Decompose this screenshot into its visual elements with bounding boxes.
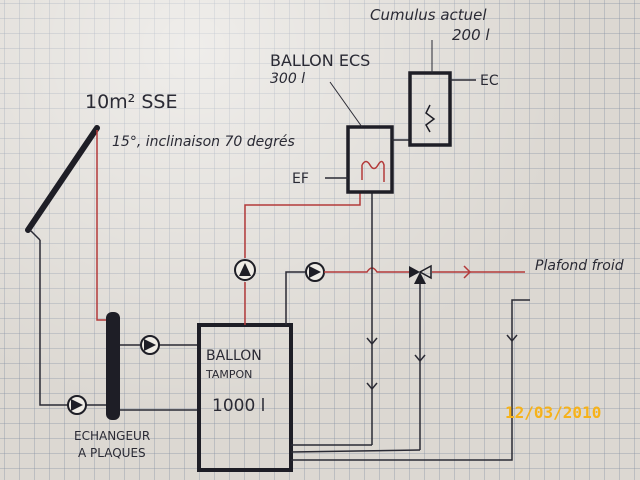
cold-water-label: EF <box>292 171 309 187</box>
label-pointer <box>329 81 363 128</box>
dhw-coil-icon <box>361 160 385 182</box>
pump-icon <box>67 395 87 415</box>
pipe-plafond-return <box>291 299 530 461</box>
flow-arrow <box>414 354 426 363</box>
exchanger-label-line1: ECHANGEUR <box>74 429 150 443</box>
date-stamp: 12/03/2010 <box>505 403 601 422</box>
dhw-tank-label-line2: 300 l <box>270 71 305 87</box>
solar-panel <box>25 125 100 233</box>
pipe-solar-supply <box>96 130 108 321</box>
heating-element-icon <box>425 104 436 133</box>
ceiling-label: Plafond froid <box>535 258 624 274</box>
hot-water-label: EC <box>480 73 499 89</box>
buffer-tank-label-line1: BALLON <box>206 348 262 364</box>
plate-exchanger <box>106 312 120 420</box>
buffer-tank-label-line3: 1000 l <box>212 396 265 416</box>
dhw-tank <box>346 125 394 194</box>
flow-arrow <box>463 265 472 279</box>
cumulus-label-line1: Cumulus actuel <box>370 6 487 24</box>
exchanger-label-line2: A PLAQUES <box>78 446 146 460</box>
cumulus-label-line2: 200 l <box>452 26 490 44</box>
pipe-pump-to-ecs <box>244 192 361 258</box>
panel-label-line2: 15°, inclinaison 70 degrés <box>112 134 295 150</box>
pipe-bottom-return <box>290 449 421 453</box>
flow-arrow <box>366 382 378 391</box>
panel-support <box>29 229 41 241</box>
panel-label-line1: 10m² SSE <box>85 91 177 113</box>
three-way-valve-icon <box>409 264 432 284</box>
electric-water-heater <box>408 71 452 147</box>
pipe-solar-return <box>39 240 68 406</box>
pump-icon <box>234 259 256 281</box>
flow-arrow <box>366 337 378 346</box>
buffer-tank-label-line2: TAMPON <box>205 368 252 381</box>
pump-icon <box>305 262 325 282</box>
pump-icon <box>140 335 160 355</box>
dhw-tank-label-line1: BALLON ECS <box>270 51 370 70</box>
pipe-tampon-to-pump <box>285 271 305 325</box>
flow-arrow <box>506 334 518 343</box>
